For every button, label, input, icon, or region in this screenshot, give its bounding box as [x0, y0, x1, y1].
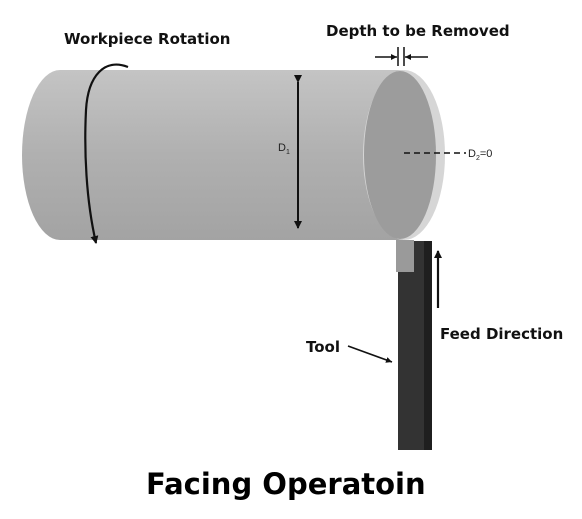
cylinder-end-face — [364, 71, 436, 239]
rotation-arrow — [84, 63, 129, 244]
depth-removed-label: Depth to be Removed — [326, 22, 510, 40]
workpiece-cylinder — [22, 70, 445, 240]
tool-holder-shade — [424, 241, 432, 450]
tool-pointer-arrow — [347, 345, 393, 363]
d2-label: D2=0 — [468, 148, 492, 162]
tool-holder — [398, 241, 432, 450]
diagram-title: Facing Operatoin — [146, 467, 426, 501]
feed-direction-label: Feed Direction — [440, 325, 563, 343]
workpiece-rotation-label: Workpiece Rotation — [64, 30, 230, 48]
d1-label: D1 — [278, 142, 290, 156]
tool — [396, 240, 432, 450]
tool-label: Tool — [306, 338, 340, 356]
cylinder-body — [22, 70, 403, 240]
tool-insert — [396, 240, 414, 272]
